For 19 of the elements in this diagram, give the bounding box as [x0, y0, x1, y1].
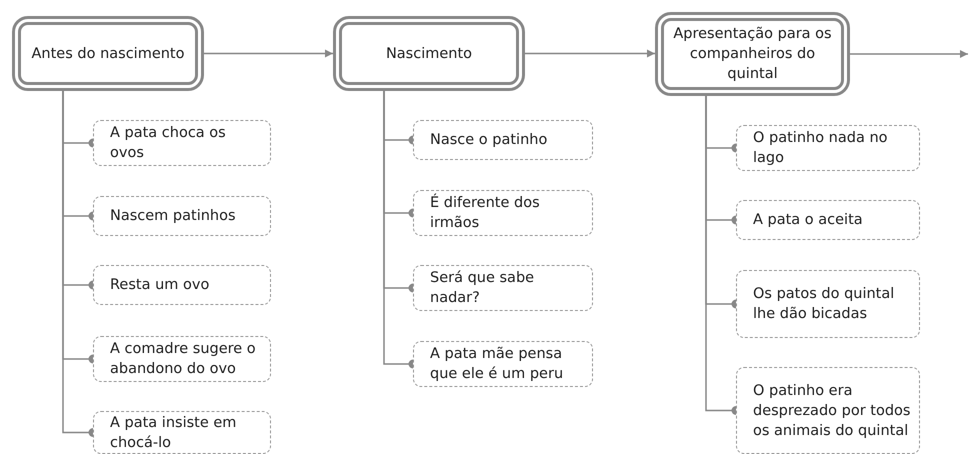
stage-box: Antes do nascimento [12, 16, 204, 91]
event-box: A comadre sugere o abandono do ovo [93, 336, 271, 382]
event-box: Resta um ovo [93, 265, 271, 305]
arrow [525, 50, 655, 58]
stage-box: Nascimento [333, 16, 525, 91]
arrow [204, 50, 333, 58]
event-box: O patinho nada no lago [736, 125, 920, 171]
event-box: Os patos do quintal lhe dão bicadas [736, 270, 920, 338]
event-box: A pata choca os ovos [93, 120, 271, 166]
event-box: Nasce o patinho [413, 120, 593, 160]
arrow [850, 50, 968, 58]
event-box: A pata o aceita [736, 200, 920, 240]
event-box: É diferente dos irmãos [413, 190, 593, 236]
stage-box: Apresentação para os companheiros do quintal [655, 12, 850, 96]
event-box: A pata mãe pensa que ele é um peru [413, 341, 593, 387]
event-box: A pata insiste em chocá-lo [93, 411, 271, 454]
event-box: Será que sabe nadar? [413, 265, 593, 311]
event-box: Nascem patinhos [93, 196, 271, 236]
event-box: O patinho era desprezado por todos os animais do quintal [736, 367, 920, 454]
